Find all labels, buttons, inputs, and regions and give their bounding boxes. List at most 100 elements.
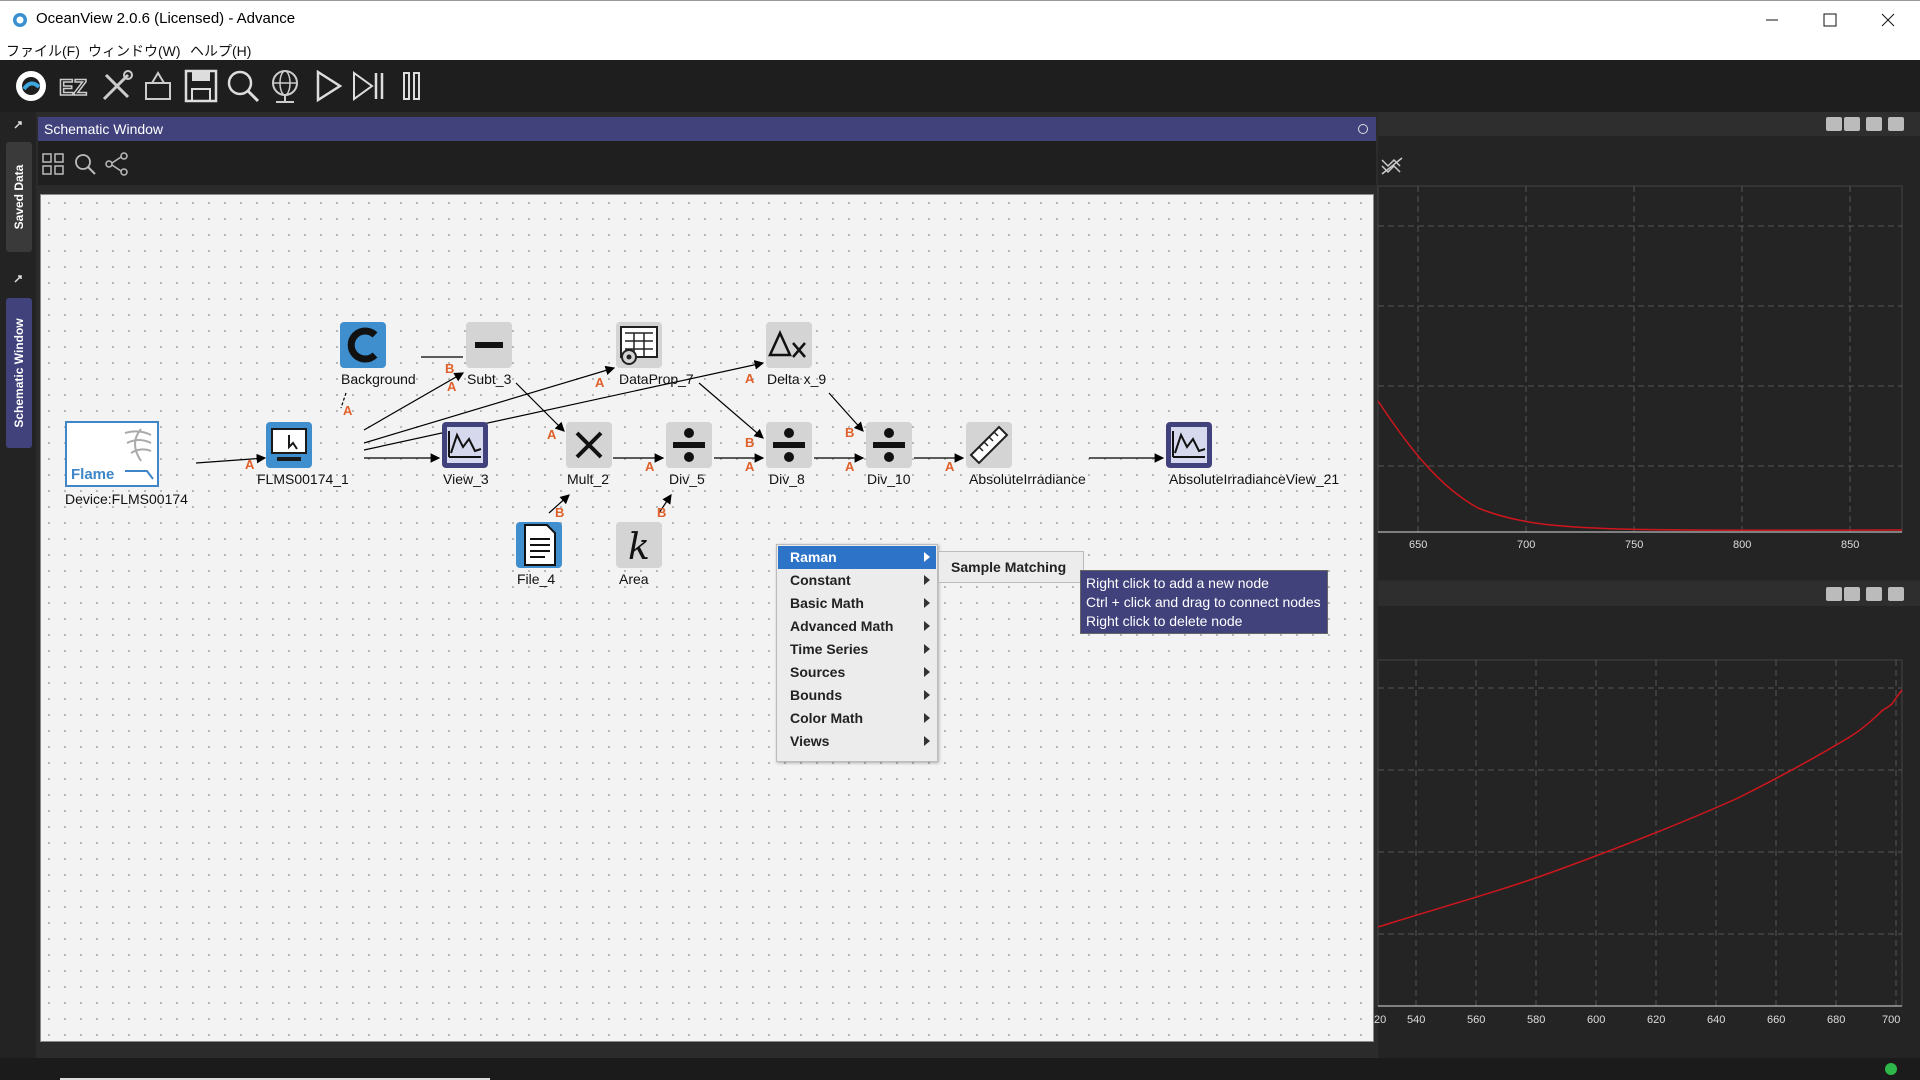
menu-file[interactable]: ファイル(F) <box>6 43 80 59</box>
close-icon <box>1881 13 1895 27</box>
menu-help[interactable]: ヘルプ(H) <box>190 43 252 59</box>
delta-x-icon <box>766 322 812 368</box>
status-bar <box>0 1058 1920 1080</box>
constant-k-icon: k <box>616 522 662 568</box>
saved-data-tab-label: Saved Data <box>12 164 26 230</box>
spectrometer-monitor-icon <box>266 422 312 468</box>
divide-icon <box>766 422 812 468</box>
div10-node-label: Div_10 <box>867 471 911 487</box>
menu-item-views[interactable]: Views <box>778 730 936 753</box>
maximize-button[interactable] <box>1801 1 1859 39</box>
prev-icon[interactable] <box>1826 587 1842 601</box>
pause-icon[interactable] <box>392 67 430 105</box>
next-icon[interactable] <box>1844 117 1860 131</box>
menu-item-sources[interactable]: Sources <box>778 661 936 684</box>
restore-icon[interactable] <box>1888 587 1904 601</box>
flame-device-icon: Flame <box>65 421 159 487</box>
div8-node-label: Div_8 <box>769 471 805 487</box>
close-window-button[interactable] <box>1859 1 1917 39</box>
help-tooltip: Right click to add a new node Ctrl + cli… <box>1080 570 1328 634</box>
chevron-right-icon <box>924 575 930 585</box>
mult-node-label: Mult_2 <box>567 471 610 487</box>
menu-item-advanced-math[interactable]: Advanced Math <box>778 615 936 638</box>
tooltip-line: Right click to add a new node <box>1086 575 1269 591</box>
context-menu: Raman Constant Basic Math Advanced Math … <box>776 544 938 762</box>
x-tick-label: 640 <box>1707 1014 1725 1026</box>
menu-item-constant[interactable]: Constant <box>778 569 936 592</box>
ez-icon: EZ <box>58 74 88 101</box>
save-icon[interactable] <box>182 67 220 105</box>
search-icon[interactable] <box>224 67 262 105</box>
minimize-button[interactable] <box>1743 1 1801 39</box>
spectrum-plot-bottom[interactable]: 20 540 560 580 600 620 640 660 680 700 <box>1374 659 1920 1056</box>
play-icon[interactable] <box>308 67 346 105</box>
pin-icon[interactable] <box>13 274 23 284</box>
spectrum-plot-top[interactable]: 650 700 750 800 850 <box>1377 185 1920 576</box>
graph-toolbar-icon[interactable] <box>1380 156 1404 176</box>
dropdown-icon[interactable] <box>1866 117 1882 131</box>
port-label: B <box>555 505 565 520</box>
x-tick-label: 800 <box>1733 539 1751 551</box>
dropdown-icon[interactable] <box>1866 587 1882 601</box>
menu-item-bounds[interactable]: Bounds <box>778 684 936 707</box>
chevron-right-icon <box>924 713 930 723</box>
port-label: A <box>745 459 755 474</box>
divide-icon <box>866 422 912 468</box>
close-panel-icon[interactable] <box>1358 124 1368 134</box>
menu-item-time-series[interactable]: Time Series <box>778 638 936 661</box>
menu-window[interactable]: ウィンドウ(W) <box>88 43 181 59</box>
network-icon[interactable] <box>266 67 304 105</box>
port-label: B <box>445 361 455 376</box>
data-properties-icon <box>616 322 662 368</box>
subt-node-label: Subt_3 <box>467 371 512 387</box>
oceanview-app-icon <box>13 13 27 27</box>
submenu-item-sample-matching[interactable]: Sample Matching <box>951 559 1067 575</box>
view3-node-label: View_3 <box>443 471 489 487</box>
maximize-icon <box>1823 13 1837 27</box>
port-label: A <box>745 371 755 386</box>
oceanview-logo-icon[interactable] <box>12 67 50 105</box>
menu-item-basic-math[interactable]: Basic Math <box>778 592 936 615</box>
background-node-label: Background <box>341 371 416 387</box>
schematic-canvas[interactable]: Flame Device:FLMS00174 A FLMS00174_1 Bac… <box>40 194 1374 1042</box>
panel-header <box>1378 582 1920 606</box>
x-tick-label: 560 <box>1467 1014 1485 1026</box>
ez-button[interactable]: EZ <box>56 67 94 105</box>
chevron-right-icon <box>924 598 930 608</box>
graph-panel-bottom: 20 540 560 580 600 620 640 660 680 700 <box>1374 582 1920 1058</box>
panel-header <box>1378 112 1920 136</box>
x-tick-label: 700 <box>1517 539 1535 551</box>
port-label: B <box>745 435 755 450</box>
pin-icon[interactable] <box>13 120 23 130</box>
x-tick-label: 540 <box>1407 1014 1425 1026</box>
zoom-icon[interactable] <box>72 151 98 177</box>
next-icon[interactable] <box>1844 587 1860 601</box>
restore-icon[interactable] <box>1888 117 1904 131</box>
port-label: A <box>343 403 353 418</box>
schematic-window-tab[interactable]: Schematic Window <box>6 298 32 448</box>
step-icon[interactable] <box>350 67 388 105</box>
x-tick-label: 580 <box>1527 1014 1545 1026</box>
prev-icon[interactable] <box>1826 117 1842 131</box>
x-tick-label: 20 <box>1374 1014 1386 1026</box>
flms-node-label: FLMS00174_1 <box>257 471 349 487</box>
menu-item-color-math[interactable]: Color Math <box>778 707 936 730</box>
x-tick-label: 750 <box>1625 539 1643 551</box>
connection-status-icon <box>1885 1063 1897 1075</box>
schematic-window-title: Schematic Window <box>44 121 164 137</box>
menu-item-raman[interactable]: Raman <box>778 546 936 569</box>
export-icon[interactable] <box>140 67 178 105</box>
spectrum-trace <box>1377 400 1903 531</box>
port-label: B <box>657 505 667 520</box>
status-progress-track <box>60 1078 490 1080</box>
saved-data-tab[interactable]: Saved Data <box>6 142 32 252</box>
grid-layout-icon[interactable] <box>40 151 66 177</box>
file-icon <box>516 522 562 568</box>
chevron-right-icon <box>924 552 930 562</box>
ez-label: EZ <box>59 75 87 100</box>
tools-icon[interactable] <box>98 67 136 105</box>
port-label: A <box>547 427 557 442</box>
connect-nodes-icon[interactable] <box>104 151 130 177</box>
area-icon-text: k <box>628 527 650 568</box>
chevron-right-icon <box>924 644 930 654</box>
